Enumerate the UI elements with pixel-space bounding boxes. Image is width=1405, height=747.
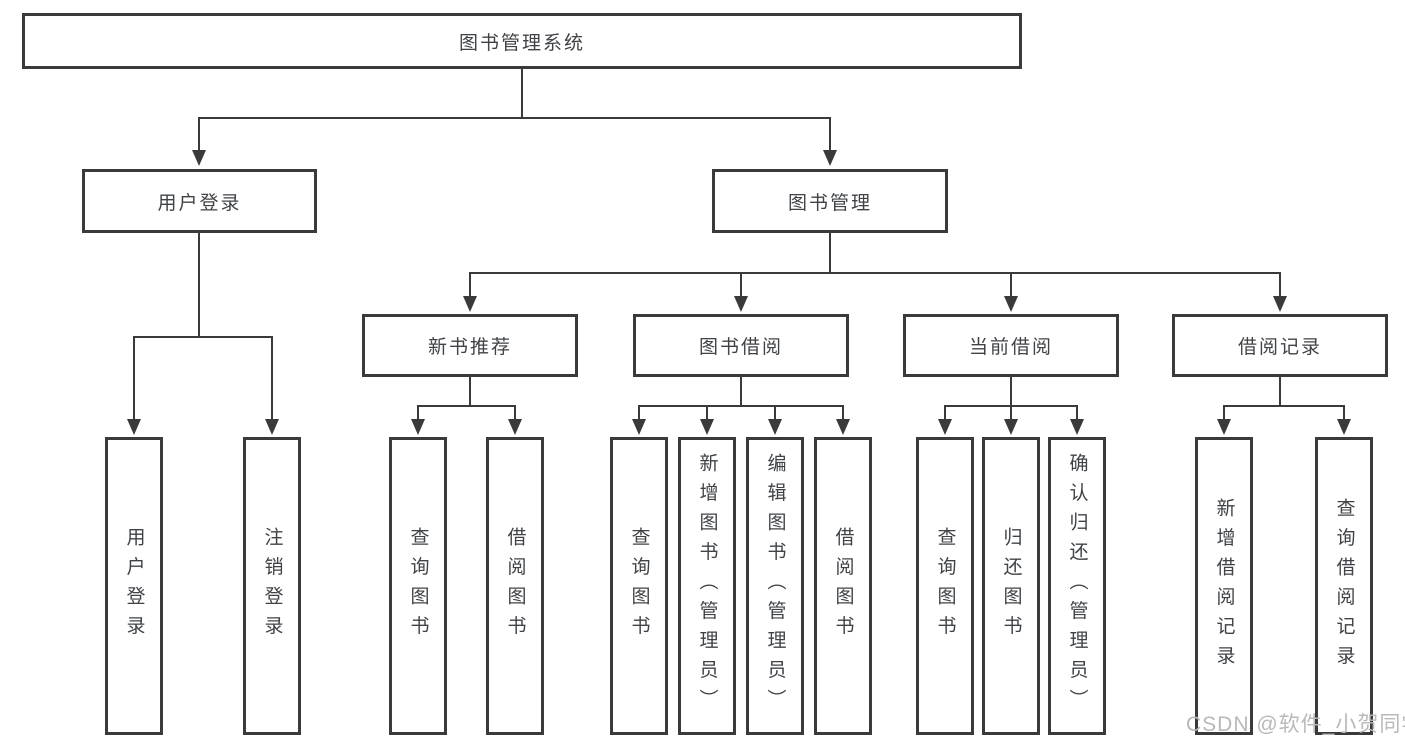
connector-line [740,377,742,407]
node-query-borrow-record-label: 查询借阅记录 [1333,497,1355,675]
node-query-books-3: 查询图书 [916,437,974,735]
connector-line [133,336,135,421]
node-book-borrowing-label: 图书借阅 [698,337,783,358]
connector-line [198,233,200,338]
connector-line [1076,405,1078,421]
node-confirm-return-admin-label: 确认归还（管理员） [1066,453,1088,719]
connector-line [706,405,708,421]
connector-line [1343,405,1345,421]
arrowhead-icon [1070,419,1084,435]
node-edit-books-admin: 编辑图书（管理员） [746,437,804,735]
node-new-book-recommendation-label: 新书推荐 [427,337,512,358]
node-borrow-books-2-label: 借阅图书 [832,527,854,645]
node-library-management-system-label: 图书管理系统 [458,32,585,54]
connector-line [198,117,200,152]
node-query-books-1: 查询图书 [389,437,447,735]
arrowhead-icon [1337,419,1351,435]
node-add-borrow-record-label: 新增借阅记录 [1213,497,1235,675]
connector-line [1279,272,1281,298]
node-user-login-label: 用户登录 [157,192,242,214]
connector-line [829,117,831,152]
node-add-borrow-record: 新增借阅记录 [1195,437,1253,735]
arrowhead-icon [265,419,279,435]
connector-line [198,117,831,119]
connector-line [638,405,640,421]
node-borrow-books-2: 借阅图书 [814,437,872,735]
connector-line [638,405,844,407]
arrowhead-icon [734,296,748,312]
arrowhead-icon [127,419,141,435]
connector-line [469,272,1281,274]
connector-line [1010,272,1012,298]
node-new-book-recommendation: 新书推荐 [362,314,578,377]
connector-line [944,405,946,421]
node-query-books-2-label: 查询图书 [628,527,650,645]
node-confirm-return-admin: 确认归还（管理员） [1048,437,1106,735]
node-query-books-3-label: 查询图书 [934,527,956,645]
node-current-borrowing-label: 当前借阅 [968,337,1053,358]
connector-line [1010,377,1012,407]
node-user-login-leaf: 用户登录 [105,437,163,735]
connector-line [469,272,471,298]
connector-line [417,405,516,407]
node-edit-books-admin-label: 编辑图书（管理员） [764,453,786,719]
connector-line [417,405,419,421]
arrowhead-icon [463,296,477,312]
node-borrowing-records: 借阅记录 [1172,314,1388,377]
node-logout-leaf: 注销登录 [243,437,301,735]
node-add-books-admin: 新增图书（管理员） [678,437,736,735]
arrowhead-icon [700,419,714,435]
csdn-watermark: CSDN @软件_小贺同学 [1186,713,1405,736]
connector-line [1010,405,1012,421]
node-user-login: 用户登录 [82,169,317,233]
connector-line [829,233,831,274]
node-user-login-leaf-label: 用户登录 [123,527,145,645]
node-return-books-label: 归还图书 [1000,527,1022,645]
node-borrow-books-1: 借阅图书 [486,437,544,735]
node-return-books: 归还图书 [982,437,1040,735]
connector-line [521,69,523,119]
connector-line [740,272,742,298]
node-borrow-books-1-label: 借阅图书 [504,527,526,645]
arrowhead-icon [411,419,425,435]
node-add-books-admin-label: 新增图书（管理员） [696,453,718,719]
arrowhead-icon [938,419,952,435]
arrowhead-icon [1217,419,1231,435]
arrowhead-icon [1004,296,1018,312]
node-query-books-1-label: 查询图书 [407,527,429,645]
connector-line [133,336,273,338]
connector-line [774,405,776,421]
arrowhead-icon [508,419,522,435]
connector-line [1223,405,1345,407]
node-library-management-system: 图书管理系统 [22,13,1022,69]
node-borrowing-records-label: 借阅记录 [1237,337,1322,358]
arrowhead-icon [632,419,646,435]
connector-line [1223,405,1225,421]
arrowhead-icon [1273,296,1287,312]
node-query-books-2: 查询图书 [610,437,668,735]
connector-line [1279,377,1281,407]
connector-line [469,377,471,407]
arrowhead-icon [836,419,850,435]
node-book-management-label: 图书管理 [787,192,872,214]
connector-line [271,336,273,421]
arrowhead-icon [823,150,837,166]
arrowhead-icon [768,419,782,435]
node-current-borrowing: 当前借阅 [903,314,1119,377]
connector-line [842,405,844,421]
arrowhead-icon [192,150,206,166]
node-book-management: 图书管理 [712,169,948,233]
arrowhead-icon [1004,419,1018,435]
node-book-borrowing: 图书借阅 [633,314,849,377]
node-query-borrow-record: 查询借阅记录 [1315,437,1373,735]
connector-line [514,405,516,421]
node-logout-leaf-label: 注销登录 [261,527,283,645]
